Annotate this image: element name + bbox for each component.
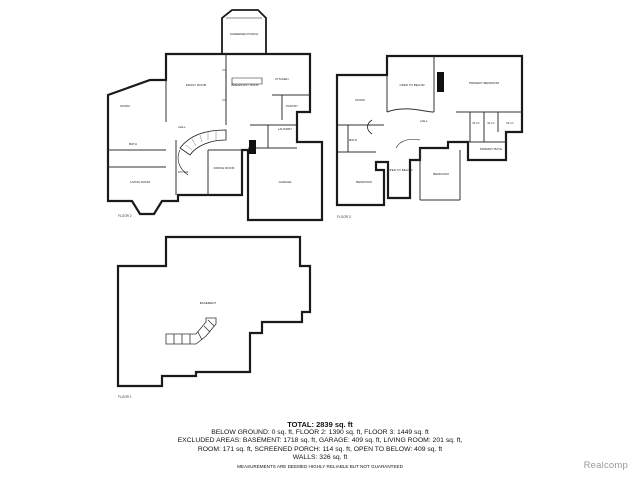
floor-2-plan (106, 9, 324, 222)
room-label-kitchen: KITCHEN (275, 77, 288, 81)
floor-2-label: FLOOR 2 (118, 214, 132, 218)
floor-plan-drawing: SCREENED PORCH FAMILY ROOM BREAKFAST NOO… (106, 9, 524, 399)
floor-1-labels: BASEMENT FLOOR 1 (118, 301, 216, 399)
room-label-f3-hall: HALL (420, 119, 428, 123)
area-summary: TOTAL: 2839 sq. ft BELOW GROUND: 0 sq. f… (0, 420, 640, 471)
room-label-garage: GARAGE (279, 180, 292, 184)
floor-3-labels: ROOM OPEN TO BELOW PRIMARY BEDROOM HALL … (337, 81, 514, 219)
room-label-laundry: LAUNDRY (278, 127, 292, 131)
total-area: TOTAL: 2839 sq. ft (287, 420, 353, 429)
summary-line-excluded-cont: ROOM: 171 sq. ft, SCREENED PORCH: 114 sq… (197, 445, 443, 453)
room-label-basement: BASEMENT (200, 301, 217, 305)
summary-line-walls: WALLS: 326 sq. ft (292, 453, 348, 461)
room-label-dining-room: DINING ROOM (214, 166, 235, 170)
summary-line-excluded: EXCLUDED AREAS: BASEMENT: 1718 sq. ft, G… (177, 437, 463, 445)
room-label-wic-2: W.I.C (487, 121, 495, 125)
room-label-hall: HALL (178, 125, 186, 129)
floor-1-label: FLOOR 1 (118, 395, 132, 399)
room-label-wic-3: W.I.C (506, 121, 514, 125)
room-label-f3-bath: BATH (349, 138, 357, 142)
room-label-living-room: LIVING ROOM (130, 180, 151, 184)
room-label-room: ROOM (120, 104, 130, 108)
room-label-wic-1: W.I.C (472, 121, 480, 125)
watermark-logo: Realcomp (583, 460, 628, 471)
room-label-primary-bedroom: PRIMARY BEDROOM (469, 81, 499, 85)
room-label-family-room: FAMILY ROOM (186, 83, 207, 87)
room-label-bedroom-right: BEDROOM (433, 172, 449, 176)
room-label-pantry: PANTRY (286, 104, 298, 108)
room-label-f3-room: ROOM (355, 98, 365, 102)
summary-line-floors: BELOW GROUND: 0 sq. ft, FLOOR 2: 1390 sq… (211, 429, 429, 436)
room-label-bath: BATH (129, 142, 137, 146)
room-label-open-to-below-mid: OPEN TO BELOW (387, 168, 412, 172)
room-label-screened-porch: SCREENED PORCH (230, 32, 258, 36)
measurement-disclaimer: MEASUREMENTS ARE DEEMED HIGHLY RELIABLE … (237, 464, 403, 470)
room-label-primary-bath: PRIMARY BATH (480, 147, 502, 151)
floor-3-label: FLOOR 3 (337, 215, 351, 219)
floor-2-labels: SCREENED PORCH FAMILY ROOM BREAKFAST NOO… (118, 32, 298, 218)
room-label-breakfast-nook: BREAKFAST NOOK (231, 83, 258, 87)
floor-3-plan (335, 54, 524, 207)
room-label-foyer: FOYER (178, 170, 189, 174)
floor-1-plan (116, 235, 312, 388)
room-label-bedroom-left: BEDROOM (356, 180, 372, 184)
room-label-open-to-below-top: OPEN TO BELOW (399, 83, 424, 87)
